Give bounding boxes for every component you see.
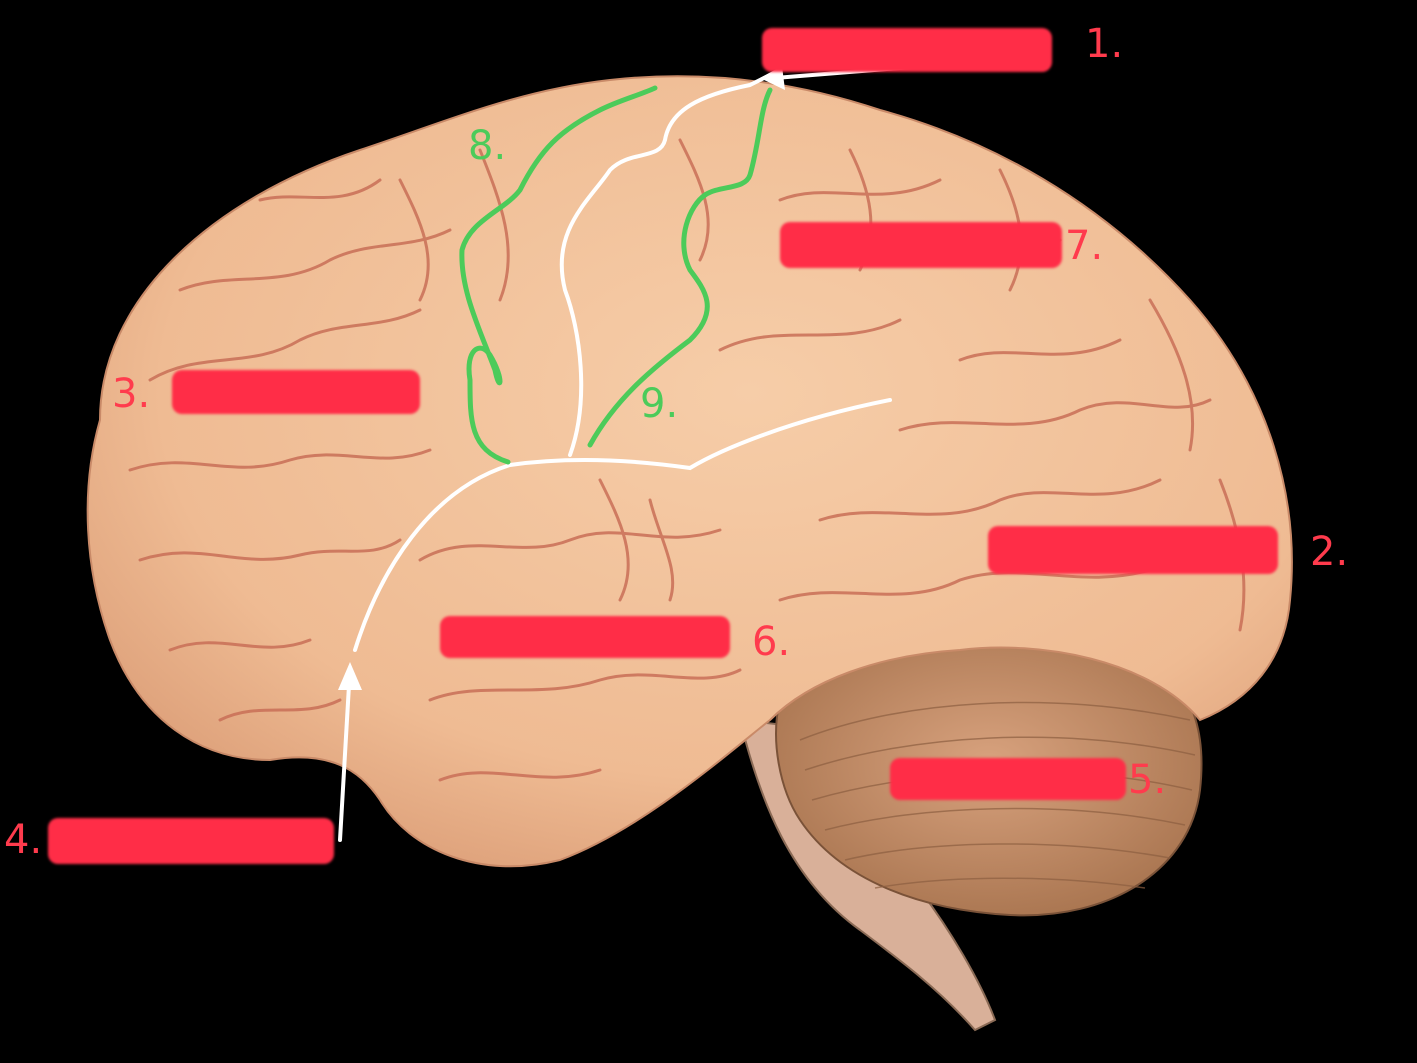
label-8: 8.: [468, 123, 507, 169]
central-sulcus-line: [559, 73, 772, 457]
redaction-2: [988, 526, 1278, 574]
precentral-gyrus-line: [459, 85, 658, 465]
label-4: 4.: [4, 817, 43, 863]
label-6: 6.: [752, 619, 791, 665]
redaction-6: [440, 616, 730, 658]
label-1: 1.: [1085, 21, 1124, 67]
arrow-4-shaft: [338, 666, 352, 842]
label-3: 3.: [112, 371, 151, 417]
arrow-1-head: [760, 66, 785, 90]
green-annotations: [459, 85, 773, 465]
arrow-4-head: [338, 662, 362, 690]
postcentral-gyrus-line: [587, 87, 773, 448]
redaction-7: [780, 222, 1062, 268]
redaction-3: [172, 370, 420, 414]
redaction-4: [48, 818, 334, 864]
label-5: 5.: [1128, 757, 1167, 803]
cerebrum: [86, 75, 1293, 868]
label-2: 2.: [1310, 529, 1349, 575]
cerebellum-folia: [799, 701, 1196, 889]
redaction-5: [890, 758, 1126, 800]
lateral-sulcus-line: [353, 398, 892, 652]
label-9: 9.: [640, 381, 679, 427]
redaction-1: [762, 28, 1052, 72]
label-7: 7.: [1065, 223, 1104, 269]
